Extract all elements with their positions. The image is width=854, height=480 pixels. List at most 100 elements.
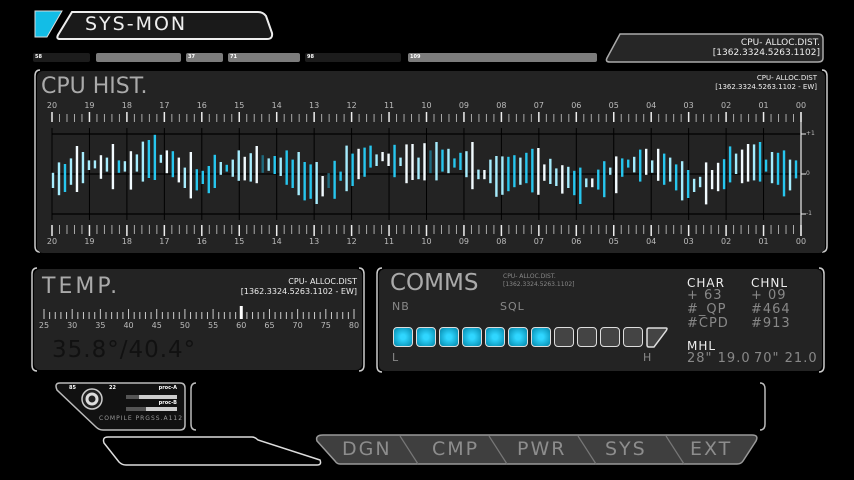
- proc-a-bar: [126, 395, 177, 399]
- chart-bar: [513, 155, 516, 188]
- x-tick-label: 08: [496, 101, 507, 110]
- chart-bar: [549, 158, 552, 184]
- cpu-hist-info: CPU- ALLOC.DIST[1362.3324.5263.1102 - EW…: [715, 74, 817, 91]
- tab-pwr[interactable]: PWR: [517, 438, 567, 460]
- app-title: SYS-MON: [85, 13, 188, 35]
- chart-bar: [375, 154, 378, 166]
- chart-bar: [381, 152, 384, 162]
- temp-title: TEMP.: [42, 274, 121, 299]
- chart-bar: [57, 162, 61, 196]
- x-tick-label: 13: [309, 101, 320, 110]
- x-tick-label: 10: [421, 101, 432, 110]
- compile-num-2: 22: [109, 385, 116, 391]
- chart-bar: [195, 169, 199, 191]
- chart-bar: [692, 178, 696, 192]
- chart-bar: [171, 151, 175, 178]
- chnl-heading: CHNL: [751, 276, 789, 290]
- x-tick-label: 20: [46, 101, 58, 110]
- chart-bar: [561, 165, 564, 194]
- x-tick-label: 14: [271, 237, 282, 246]
- chart-bar: [633, 156, 636, 173]
- chart-bar: [231, 159, 234, 177]
- status-segment: 71: [228, 53, 300, 62]
- temp-scale-label: 30: [67, 321, 78, 330]
- chart-bar: [489, 159, 492, 184]
- x-tick-label: 06: [571, 237, 582, 246]
- temp-scale-label: 75: [320, 321, 331, 330]
- temp-scale-label: 70: [292, 321, 303, 330]
- temp-panel: [34, 269, 362, 370]
- y-tick-label: 0: [806, 170, 810, 177]
- chart-bar: [117, 160, 121, 173]
- chart-bar: [507, 156, 510, 192]
- chart-bar: [129, 151, 133, 190]
- x-tick-label: 17: [159, 237, 170, 246]
- tab-ext[interactable]: EXT: [690, 438, 733, 460]
- chart-bar: [591, 178, 594, 188]
- chart-bar: [339, 171, 342, 181]
- level-cell: [393, 327, 413, 347]
- x-tick-label: 04: [646, 237, 657, 246]
- comms-title: COMMS: [390, 270, 479, 296]
- tab-sys[interactable]: SYS: [605, 438, 647, 460]
- temp-scale-label: 25: [38, 321, 50, 330]
- tab-cmp[interactable]: CMP: [432, 438, 480, 460]
- x-tick-label: 11: [383, 101, 395, 110]
- chart-bar: [291, 159, 294, 188]
- chart-bar: [662, 153, 666, 185]
- chart-bar: [698, 176, 702, 188]
- label-high: H: [643, 351, 653, 364]
- chart-bar: [794, 160, 798, 179]
- chart-bar: [189, 152, 193, 199]
- x-tick-label: 11: [383, 237, 395, 246]
- x-tick-label: 09: [458, 101, 470, 110]
- temp-scale-label: 50: [179, 321, 190, 330]
- chart-bar: [471, 142, 474, 190]
- compile-num-1: 85: [69, 385, 76, 391]
- level-cell: [485, 327, 505, 347]
- chart-bar: [615, 156, 618, 194]
- x-tick-label: 03: [683, 237, 694, 246]
- chart-bar: [668, 157, 672, 182]
- chart-bar: [207, 166, 210, 194]
- level-cell: [531, 327, 551, 347]
- level-cell: [577, 327, 597, 347]
- chart-bar: [716, 162, 720, 192]
- chart-bar: [135, 154, 139, 172]
- y-tick-label: -1: [806, 210, 812, 217]
- chart-bar: [147, 140, 151, 178]
- chart-bar: [650, 160, 654, 173]
- x-tick-label: 07: [533, 101, 544, 110]
- chart-bar: [111, 144, 115, 190]
- chart-bar: [453, 158, 456, 168]
- chart-bar: [303, 162, 306, 201]
- chart-bar: [159, 154, 163, 163]
- chart-bar: [201, 170, 204, 184]
- chart-bar: [639, 149, 642, 182]
- chart-bar: [776, 152, 780, 185]
- x-tick-label: 20: [46, 237, 58, 246]
- header-info: CPU- ALLOC.DIST.[1362.3324.5263.1102]: [712, 38, 820, 58]
- chart-bar: [788, 159, 792, 191]
- x-tick-label: 17: [159, 101, 170, 110]
- tab-dgn[interactable]: DGN: [342, 438, 392, 460]
- chart-bar: [758, 142, 762, 182]
- chart-bar: [579, 167, 582, 204]
- chart-bar: [609, 167, 612, 175]
- cpu-hist-chart: [51, 112, 806, 236]
- chart-bar: [321, 176, 324, 197]
- status-segment: 37: [186, 53, 223, 62]
- chart-bar: [704, 162, 708, 205]
- x-tick-label: 13: [309, 237, 320, 246]
- x-tick-label: 05: [608, 101, 619, 110]
- chart-bar: [429, 150, 432, 174]
- status-segment: 109: [408, 53, 597, 62]
- chart-bar: [99, 155, 103, 179]
- chart-bar: [746, 144, 750, 182]
- proc-a-label: proc-A: [158, 385, 177, 391]
- proc-b-bar: [126, 407, 177, 411]
- progress-dial-icon: [81, 388, 103, 410]
- x-tick-label: 01: [758, 101, 769, 110]
- chart-bar: [740, 149, 744, 184]
- chart-bar: [770, 152, 774, 184]
